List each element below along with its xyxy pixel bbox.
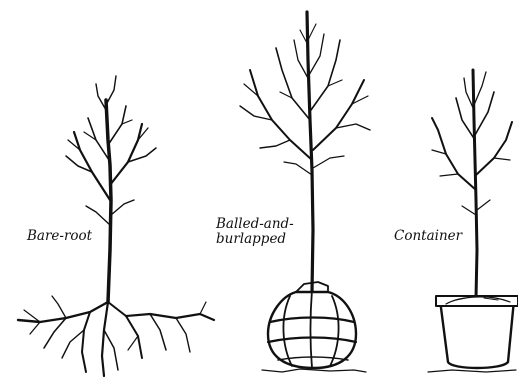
bare-root-tree xyxy=(18,76,214,376)
caption-bare-root: Bare-root xyxy=(27,229,92,244)
caption-balled-line-1: Balled-and- xyxy=(216,217,294,232)
caption-container: Container xyxy=(394,229,462,244)
caption-balled-and-burlapped: Balled-and- burlapped xyxy=(216,217,294,247)
balled-and-burlapped-tree xyxy=(240,12,370,372)
container-tree xyxy=(428,70,518,372)
caption-balled-line-2: burlapped xyxy=(216,232,294,247)
